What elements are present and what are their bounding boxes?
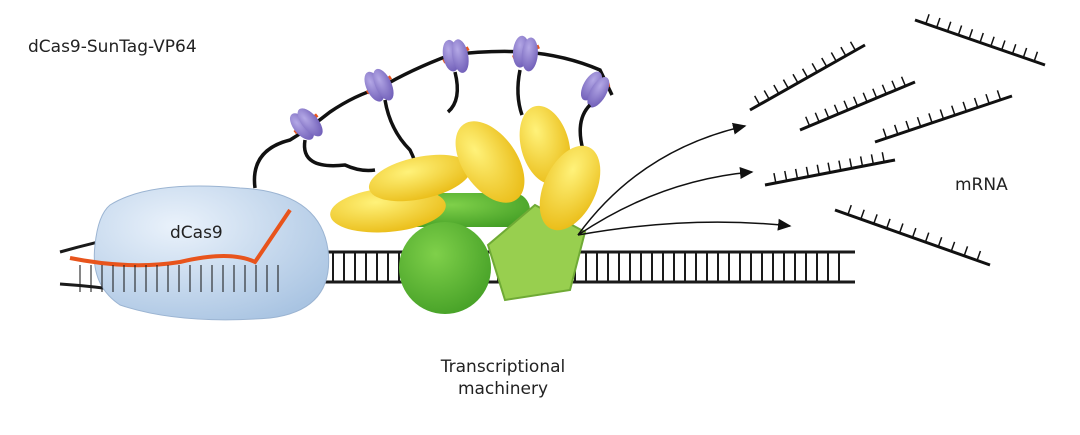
- mrna-base: [900, 76, 907, 87]
- mrna-base: [905, 120, 910, 131]
- antibody-domain: [587, 76, 610, 108]
- mrna-base: [816, 164, 820, 175]
- scfv-linker: [516, 69, 524, 116]
- mrna-base: [963, 246, 969, 257]
- scfv-linker: [578, 103, 592, 151]
- mrna-base: [976, 250, 982, 261]
- mrna-base: [946, 21, 952, 32]
- mrna-strands: [749, 14, 1046, 267]
- antibody-domain: [373, 68, 394, 101]
- antibody-domain: [451, 39, 469, 73]
- mrna-base: [830, 52, 837, 62]
- scfv-linker: [446, 71, 460, 114]
- dcas9-label: dCas9: [170, 223, 223, 243]
- scfv-linker: [302, 139, 376, 173]
- mrna-base: [1033, 51, 1039, 62]
- arrow: [577, 167, 754, 236]
- mrna-base: [763, 90, 770, 100]
- mrna-base: [885, 218, 891, 229]
- mrna-base: [873, 214, 878, 225]
- mrna-base: [979, 32, 984, 43]
- mrna-base: [870, 154, 875, 165]
- mrna-base: [773, 84, 780, 95]
- mrna-base: [891, 80, 897, 91]
- mrna-base: [924, 232, 930, 243]
- mrna-base: [872, 88, 878, 99]
- mrna-base: [973, 97, 979, 108]
- mrna-base: [814, 112, 820, 123]
- mrna-base: [968, 29, 974, 39]
- mrna-base: [985, 93, 990, 104]
- arrow: [577, 218, 792, 236]
- mrna-base: [805, 166, 810, 177]
- mrna-base: [862, 92, 868, 103]
- antibody-domain: [521, 37, 538, 72]
- mrna-base: [996, 90, 1002, 101]
- mrna-base: [950, 241, 956, 252]
- mrna-base: [794, 168, 799, 179]
- mrna-base: [773, 172, 777, 184]
- mrna-base: [824, 108, 830, 119]
- mrna-base: [821, 57, 828, 68]
- antibody-domain: [297, 108, 323, 137]
- vp64-domain: [455, 121, 525, 203]
- machinery-label-line2: machinery: [457, 379, 549, 399]
- mrna-base: [990, 36, 995, 47]
- mrna-base: [847, 204, 852, 215]
- mrna-base: [838, 160, 842, 171]
- mrna-base: [939, 109, 945, 120]
- machinery-label: Transcriptional machinery: [428, 356, 578, 400]
- mrna-base: [916, 116, 922, 127]
- vp64-domain: [368, 154, 472, 202]
- green-circle-protein: [399, 222, 491, 314]
- mrna-base: [1011, 44, 1017, 54]
- mrna-base: [849, 41, 857, 51]
- mrna-base: [782, 79, 789, 89]
- mrna-base: [860, 209, 865, 220]
- mrna-base: [792, 73, 799, 84]
- mrna-base: [951, 105, 956, 116]
- mrna-base: [784, 170, 788, 181]
- mrna-base: [928, 113, 933, 124]
- arrow: [577, 122, 747, 236]
- mrna-base: [754, 95, 761, 105]
- mrna-base: [840, 46, 847, 57]
- mrna-base: [957, 25, 963, 36]
- mrna-base: [882, 128, 888, 139]
- dcas9-protein: [69, 185, 330, 321]
- mrna-base: [859, 156, 864, 167]
- mrna-base: [935, 17, 941, 28]
- antibody-domain: [289, 113, 314, 140]
- mrna-label: mRNA: [955, 175, 1008, 195]
- mrna-base: [911, 227, 917, 238]
- machinery-label-line1: Transcriptional: [440, 357, 566, 377]
- guide-rna: [69, 208, 292, 268]
- mrna-base: [881, 152, 885, 163]
- mrna-base: [881, 84, 887, 95]
- mrna-base: [893, 124, 899, 135]
- mrna-base: [833, 104, 840, 115]
- mrna-base: [805, 116, 811, 127]
- mrna-base: [962, 101, 968, 112]
- diagram-title: dCas9-SunTag-VP64: [28, 37, 197, 57]
- mrna-base: [852, 96, 859, 107]
- mrna-base: [1022, 47, 1028, 58]
- suntag-linker: [252, 35, 614, 191]
- mrna-base: [843, 100, 849, 111]
- mrna-base: [925, 14, 930, 24]
- dcas9-blob: [93, 185, 330, 321]
- transcriptional-machinery: [330, 105, 601, 314]
- mrna-base: [801, 68, 809, 78]
- mrna-base: [827, 162, 831, 173]
- transcription-arrows: [577, 122, 792, 236]
- mrna-base: [898, 223, 904, 234]
- mrna-base: [849, 158, 853, 169]
- vp64-domain: [539, 145, 601, 231]
- antibody-domain: [580, 71, 603, 101]
- mrna-base: [1000, 40, 1006, 51]
- mrna-base: [811, 63, 818, 73]
- mrna-base: [937, 236, 943, 247]
